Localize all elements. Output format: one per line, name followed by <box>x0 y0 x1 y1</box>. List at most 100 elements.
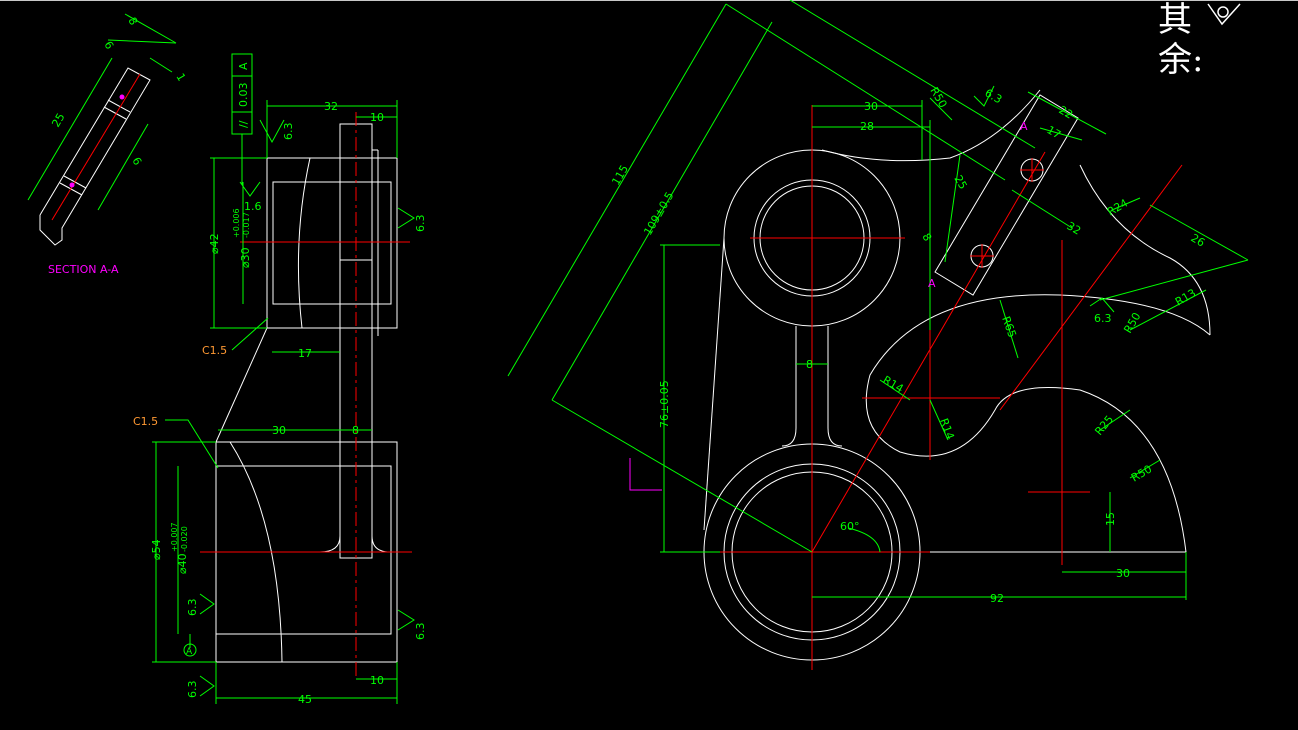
side-datum-label: A <box>186 647 193 657</box>
side-top-curve <box>297 157 311 329</box>
roughness-symbol <box>199 593 215 615</box>
leader-line <box>999 299 1019 359</box>
arm-top-profile <box>821 89 1041 162</box>
leader-line <box>879 379 911 401</box>
tolerance-symbol: // <box>237 120 250 128</box>
front-dim-76: 76±0.05 <box>658 380 671 428</box>
leader-line <box>929 399 949 441</box>
front-dim-8-web: 8 <box>806 358 813 371</box>
chamfer-label-top: C1.5 <box>202 344 227 357</box>
section-dim-25: 25 <box>49 111 67 130</box>
side-dia-42: ⌀42 <box>208 233 221 254</box>
section-dim-1: 1 <box>173 71 188 84</box>
centerline <box>999 164 1183 411</box>
tolerance-datum: A <box>237 62 250 70</box>
front-dim-8-slot: 8 <box>919 231 934 244</box>
side-dia-30: ⌀30 <box>239 247 252 268</box>
side-dim-17: 17 <box>298 347 312 360</box>
dim-line <box>1039 127 1083 141</box>
roughness-symbol <box>239 181 261 197</box>
section-dim-6b: 6 <box>129 155 144 168</box>
side-rough-bore: 1.6 <box>244 200 262 213</box>
front-dim-30: 30 <box>864 100 878 113</box>
front-r50-right: R50 <box>1121 310 1143 335</box>
front-dim-17: 17 <box>1045 123 1064 141</box>
side-rough-right-bottom: 6.3 <box>414 623 427 641</box>
section-dim-8: 8 <box>125 15 140 28</box>
section-mark-bottom: A <box>928 277 936 290</box>
dim-line <box>97 123 149 211</box>
body-right-profile <box>865 294 1211 553</box>
roughness-check-icon <box>1207 3 1241 26</box>
leader-line <box>1111 197 1141 211</box>
front-dim-115: 115 <box>609 163 631 188</box>
datum-circle <box>183 643 197 657</box>
side-bottom-curve <box>229 441 283 663</box>
section-label: SECTION A-A <box>48 263 119 276</box>
general-note-line2: 余: <box>1158 40 1204 80</box>
front-r14-a: R14 <box>881 373 906 395</box>
section-mark <box>119 94 125 100</box>
general-roughness-symbol <box>1207 3 1241 26</box>
side-tol-top-lower: -0.017 <box>242 212 251 238</box>
front-view: 115 109±0.5 30 28 R50 6.3 22 17 25 8 32 … <box>507 0 1249 670</box>
centerline <box>811 151 1046 553</box>
dim-line <box>725 3 1006 181</box>
front-r25: R25 <box>1092 413 1116 438</box>
front-dim-28: 28 <box>860 120 874 133</box>
front-r24: R24 <box>1105 197 1130 219</box>
leader-line <box>1099 409 1131 431</box>
web-right <box>827 326 843 447</box>
front-dim-26: 26 <box>1189 231 1208 249</box>
side-dia-40: ⌀40 <box>176 553 189 574</box>
side-rough-right-top: 6.3 <box>414 215 427 233</box>
leader-line <box>1129 289 1207 331</box>
roughness-circle-icon <box>1217 6 1229 18</box>
front-dim-92: 92 <box>990 592 1004 605</box>
dim-line <box>27 57 113 201</box>
front-r14-b: R14 <box>937 417 957 442</box>
dim-line <box>149 57 173 73</box>
chamfer-leader <box>165 419 219 469</box>
side-dim-45: 45 <box>298 693 312 706</box>
dim-line <box>507 3 727 377</box>
side-dim-10: 10 <box>370 111 384 124</box>
section-mark-top: A <box>1020 120 1028 133</box>
side-dim-32: 32 <box>324 100 338 113</box>
dim-line <box>551 21 773 401</box>
side-dim-8: 8 <box>352 424 359 437</box>
section-step-line <box>107 99 131 113</box>
section-centerline <box>51 73 141 221</box>
side-view: 32 10 6.3 1.6 6.3 ⌀42 ⌀30 +0.006 -0.017 … <box>133 100 427 706</box>
side-taper-line <box>215 327 268 443</box>
chamfer-leader <box>231 317 269 351</box>
roughness-symbol <box>199 675 215 697</box>
front-dim-30-bottom: 30 <box>1116 567 1130 580</box>
dim-line <box>1099 259 1249 301</box>
front-rough-right: 6.3 <box>1094 312 1112 325</box>
front-dim-109: 109±0.5 <box>641 190 676 238</box>
side-fillet <box>371 535 391 553</box>
section-mark <box>69 182 75 188</box>
roughness-symbol <box>397 207 415 229</box>
section-dim-6: 6 <box>101 39 116 52</box>
body-left-edge <box>703 237 725 531</box>
section-view: 8 6 1 25 6 SECTION A-A <box>27 13 188 276</box>
front-r50-top: R50 <box>927 85 949 110</box>
dim-line <box>107 39 177 44</box>
angle-arc <box>847 527 881 553</box>
section-step-line <box>103 106 127 120</box>
leader-line <box>929 97 953 121</box>
tolerance-frame: // 0.03 A <box>231 53 253 185</box>
dim-line <box>1011 189 1073 229</box>
side-rough-left: 6.3 <box>186 599 199 617</box>
side-rough-bottom-left: 6.3 <box>186 681 199 699</box>
dim-line <box>944 154 961 263</box>
dim-line <box>551 399 813 553</box>
side-bottom-bore <box>215 465 392 635</box>
section-outline <box>39 67 151 246</box>
side-top-bore <box>272 181 392 305</box>
dim-line <box>1149 204 1249 261</box>
front-r13: R13 <box>1173 287 1198 309</box>
